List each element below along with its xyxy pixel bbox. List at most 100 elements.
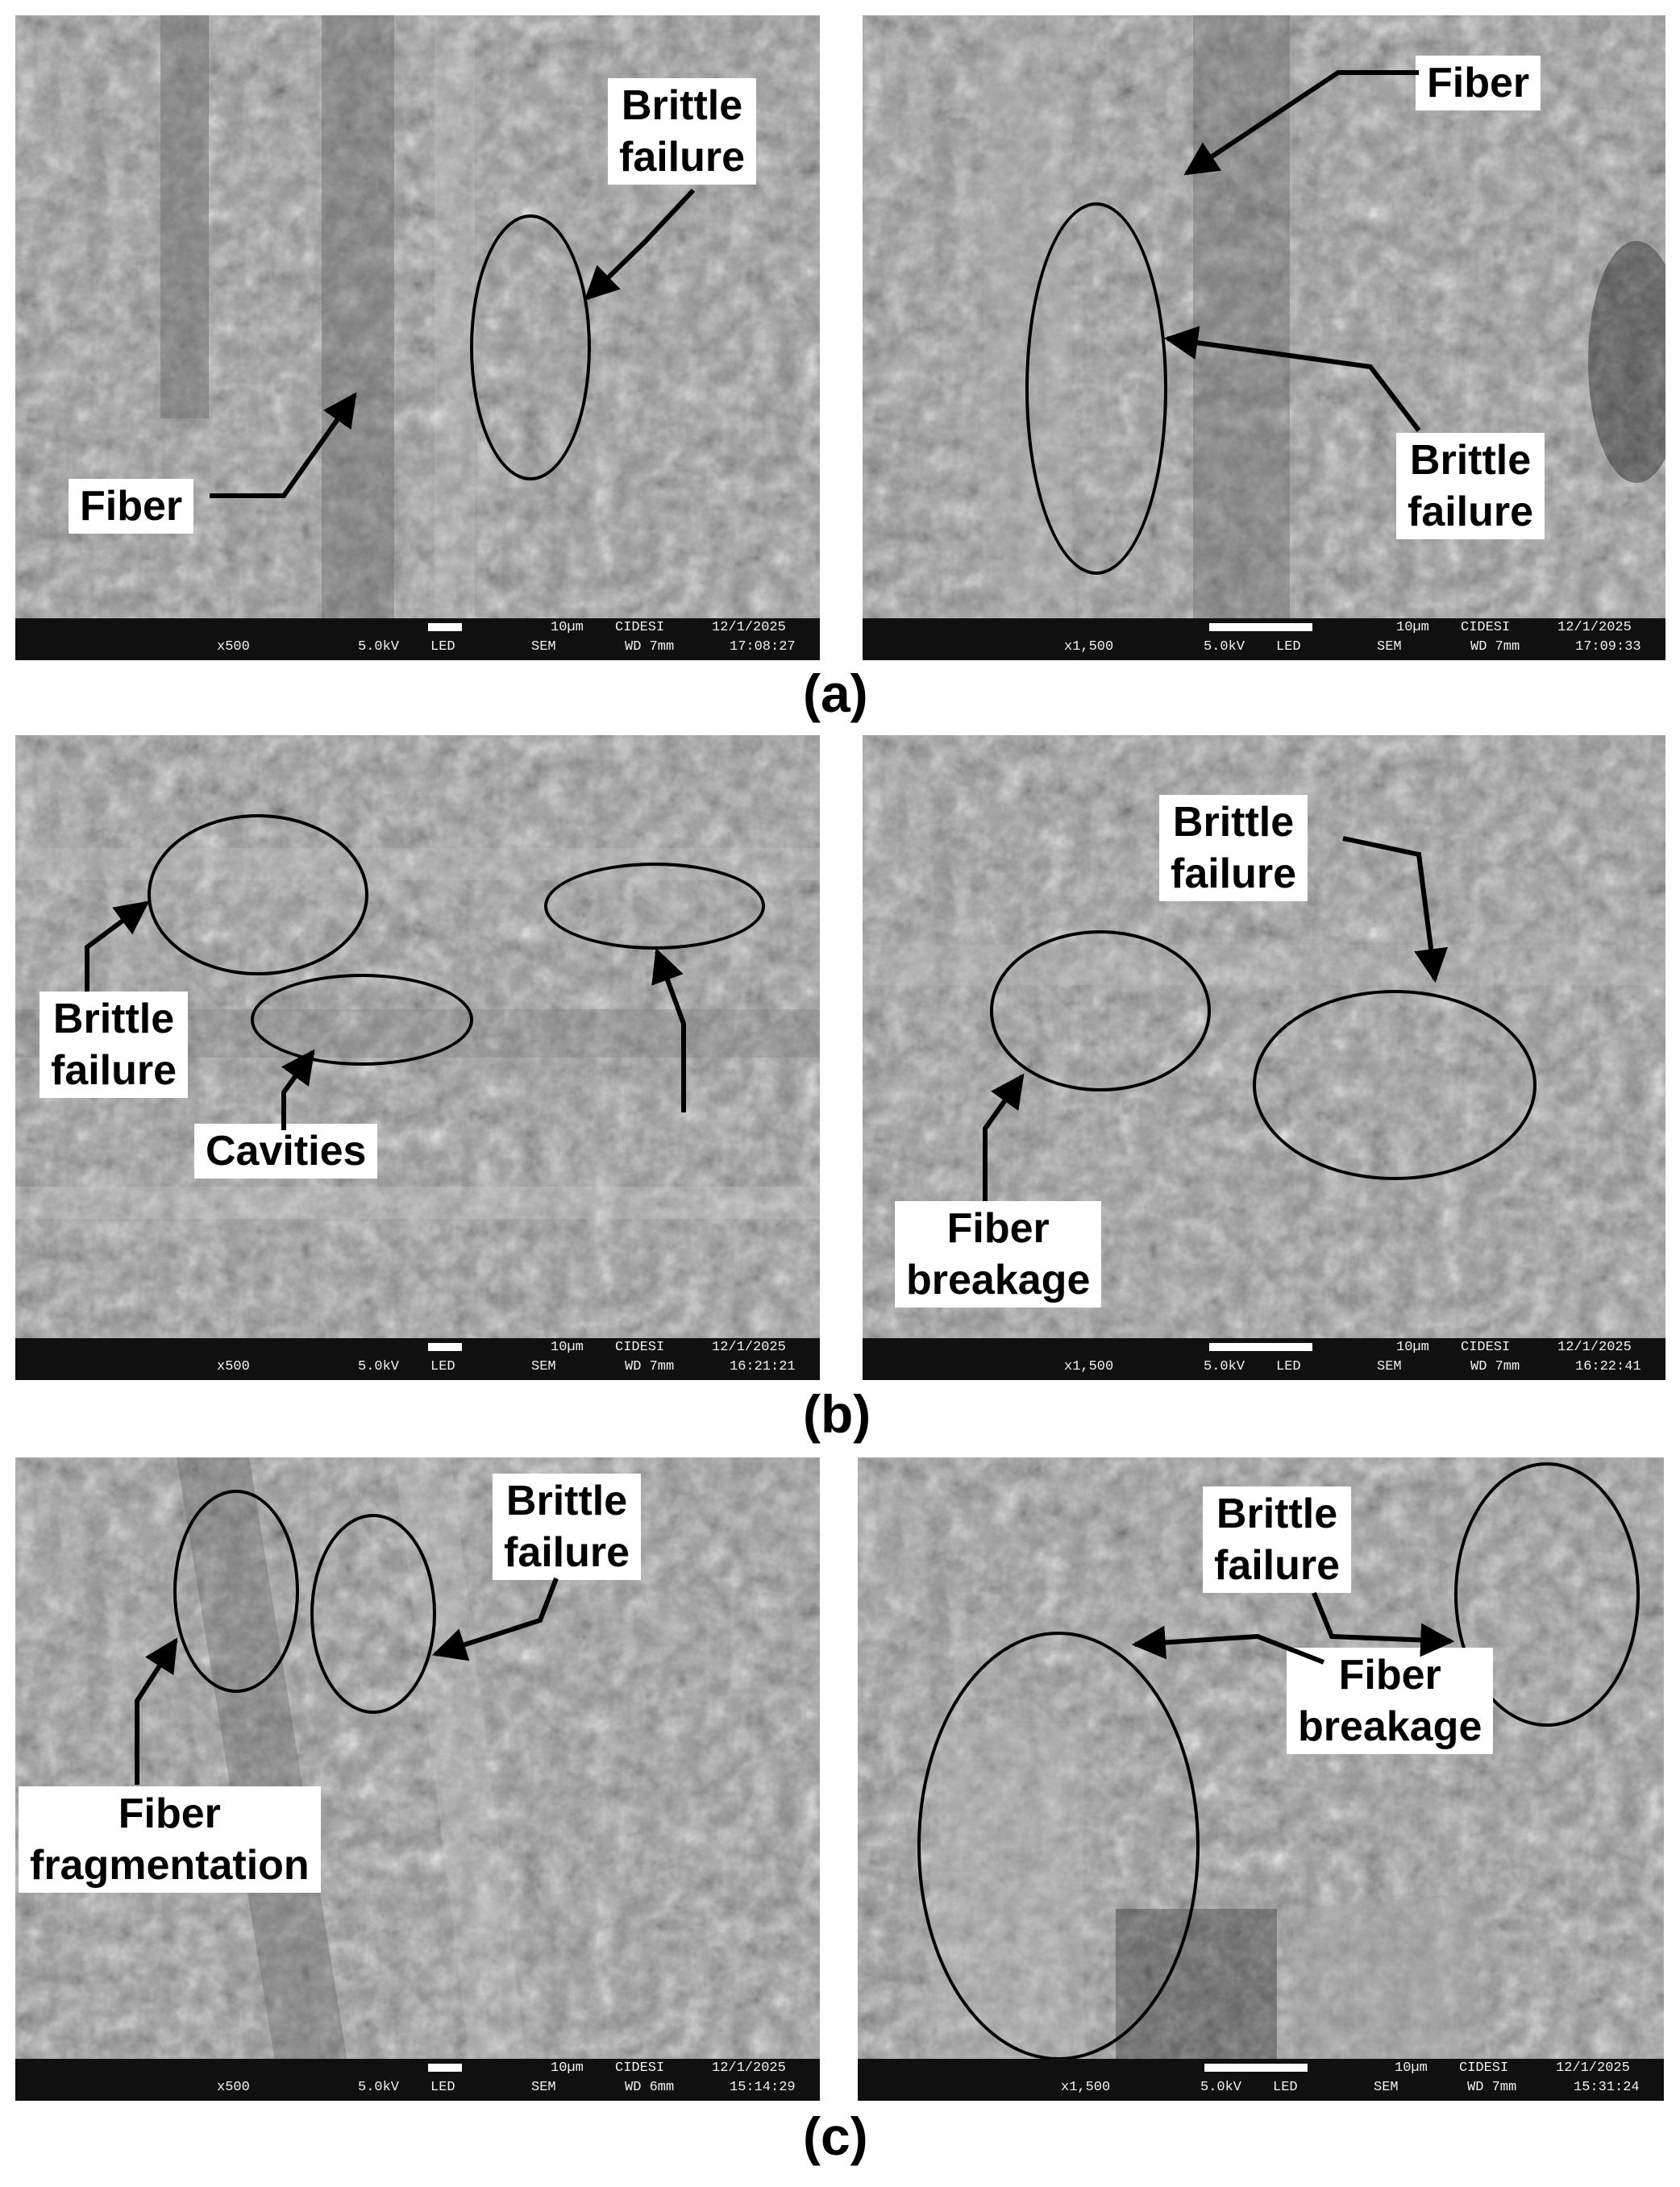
detector-text: LED — [1276, 639, 1301, 655]
detector-text: LED — [1276, 1359, 1301, 1374]
brittle-failure-ellipse — [1454, 1462, 1640, 1727]
sem-image-c-right: 10µm CIDESI 12/1/2025 x1,500 5.0kV LED S… — [858, 1457, 1664, 2101]
label-fiber: Fiber — [69, 479, 194, 534]
org-text: CIDESI — [615, 620, 665, 635]
time-text: 15:31:24 — [1574, 2080, 1640, 2095]
sem-info-bar: 10µm CIDESI 12/1/2025 x1,500 5.0kV LED S… — [863, 1338, 1665, 1380]
time-text: 16:21:21 — [730, 1359, 796, 1374]
scale-text: 10µm — [551, 1340, 584, 1355]
date-text: 12/1/2025 — [1556, 2060, 1630, 2076]
scale-text: 10µm — [1396, 620, 1429, 635]
label-brittle-failure: Brittle failure — [1396, 433, 1545, 539]
scale-bar — [1204, 2064, 1308, 2072]
magnification-text: x500 — [217, 1359, 250, 1374]
magnification-text: x500 — [217, 639, 250, 655]
scale-text: 10µm — [1395, 2060, 1428, 2076]
mode-text: SEM — [531, 639, 556, 655]
voltage-text: 5.0kV — [1204, 1359, 1245, 1374]
scale-bar — [1209, 1343, 1312, 1351]
voltage-text: 5.0kV — [358, 1359, 400, 1374]
brittle-failure-ellipse — [310, 1514, 436, 1714]
org-text: CIDESI — [1461, 620, 1511, 635]
sem-info-bar: 10µm CIDESI 12/1/2025 x1,500 5.0kV LED S… — [863, 618, 1665, 660]
label-fiber-breakage: Fiber breakage — [895, 1201, 1102, 1308]
sem-image-b-left: 10µm CIDESI 12/1/2025 x500 5.0kV LED SEM… — [15, 735, 820, 1380]
working-distance-text: WD 7mm — [1467, 2080, 1517, 2095]
brittle-failure-ellipse — [1253, 990, 1537, 1180]
org-text: CIDESI — [615, 2060, 665, 2076]
label-brittle-failure: Brittle failure — [493, 1474, 642, 1580]
label-brittle-failure: Brittle failure — [608, 78, 757, 185]
voltage-text: 5.0kV — [358, 2080, 400, 2095]
sem-info-bar: 10µm CIDESI 12/1/2025 x500 5.0kV LED SEM… — [15, 1338, 820, 1380]
time-text: 16:22:41 — [1575, 1359, 1641, 1374]
brittle-failure-ellipse — [470, 214, 591, 480]
scale-bar — [428, 2064, 462, 2072]
fiber-fragmentation-ellipse — [173, 1490, 299, 1693]
sem-info-bar: 10µm CIDESI 12/1/2025 x1,500 5.0kV LED S… — [858, 2059, 1664, 2101]
detector-text: LED — [430, 639, 455, 655]
sem-info-bar: 10µm CIDESI 12/1/2025 x500 5.0kV LED SEM… — [15, 2059, 820, 2101]
scale-text: 10µm — [551, 2060, 584, 2076]
mode-text: SEM — [1374, 2080, 1399, 2095]
brittle-failure-ellipse — [148, 814, 368, 975]
detector-text: LED — [430, 2080, 455, 2095]
label-fiber-fragmentation: Fiber fragmentation — [19, 1786, 321, 1893]
sem-image-a-left: 10µm CIDESI 12/1/2025 x500 5.0kV LED SEM… — [15, 15, 820, 660]
sem-texture — [15, 1457, 820, 2101]
scale-text: 10µm — [551, 620, 584, 635]
label-cavities: Cavities — [194, 1124, 378, 1179]
label-fiber: Fiber — [1416, 56, 1541, 110]
org-text: CIDESI — [1459, 2060, 1509, 2076]
magnification-text: x500 — [217, 2080, 250, 2095]
caption-b: (b) — [803, 1384, 871, 1444]
scale-bar — [428, 623, 462, 631]
org-text: CIDESI — [615, 1340, 665, 1355]
cavities-ellipse — [251, 974, 473, 1066]
voltage-text: 5.0kV — [358, 639, 400, 655]
label-brittle-failure: Brittle failure — [1203, 1486, 1352, 1593]
mode-text: SEM — [1377, 639, 1402, 655]
sem-image-b-right: 10µm CIDESI 12/1/2025 x1,500 5.0kV LED S… — [863, 735, 1665, 1380]
caption-a: (a) — [803, 663, 868, 723]
working-distance-text: WD 7mm — [1470, 1359, 1520, 1374]
voltage-text: 5.0kV — [1204, 639, 1245, 655]
fiber-breakage-ellipse — [990, 930, 1211, 1091]
sem-image-c-left: 10µm CIDESI 12/1/2025 x500 5.0kV LED SEM… — [15, 1457, 820, 2101]
date-text: 12/1/2025 — [712, 620, 786, 635]
fiber-breakage-ellipse — [917, 1632, 1200, 2060]
working-distance-text: WD 7mm — [1470, 639, 1520, 655]
brittle-failure-ellipse — [1025, 202, 1167, 575]
caption-c: (c) — [803, 2106, 868, 2166]
mode-text: SEM — [531, 1359, 556, 1374]
date-text: 12/1/2025 — [712, 2060, 786, 2076]
date-text: 12/1/2025 — [1557, 1340, 1632, 1355]
working-distance-text: WD 7mm — [625, 1359, 675, 1374]
magnification-text: x1,500 — [1064, 639, 1114, 655]
detector-text: LED — [1273, 2080, 1298, 2095]
scale-text: 10µm — [1396, 1340, 1429, 1355]
label-brittle-failure: Brittle failure — [1159, 795, 1308, 901]
magnification-text: x1,500 — [1064, 1359, 1114, 1374]
time-text: 15:14:29 — [730, 2080, 796, 2095]
working-distance-text: WD 6mm — [625, 2080, 675, 2095]
time-text: 17:08:27 — [730, 639, 796, 655]
time-text: 17:09:33 — [1575, 639, 1641, 655]
sem-image-a-right: 10µm CIDESI 12/1/2025 x1,500 5.0kV LED S… — [863, 15, 1665, 660]
detector-text: LED — [430, 1359, 455, 1374]
magnification-text: x1,500 — [1061, 2080, 1111, 2095]
mode-text: SEM — [1377, 1359, 1402, 1374]
org-text: CIDESI — [1461, 1340, 1511, 1355]
mode-text: SEM — [531, 2080, 556, 2095]
scale-bar — [428, 1343, 462, 1351]
date-text: 12/1/2025 — [1557, 620, 1632, 635]
date-text: 12/1/2025 — [712, 1340, 786, 1355]
scale-bar — [1209, 623, 1312, 631]
working-distance-text: WD 7mm — [625, 639, 675, 655]
voltage-text: 5.0kV — [1200, 2080, 1242, 2095]
brittle-failure-ellipse — [544, 863, 765, 950]
label-brittle-failure: Brittle failure — [40, 992, 189, 1098]
label-fiber-breakage: Fiber breakage — [1287, 1648, 1494, 1754]
sem-info-bar: 10µm CIDESI 12/1/2025 x500 5.0kV LED SEM… — [15, 618, 820, 660]
sem-texture — [863, 15, 1665, 660]
